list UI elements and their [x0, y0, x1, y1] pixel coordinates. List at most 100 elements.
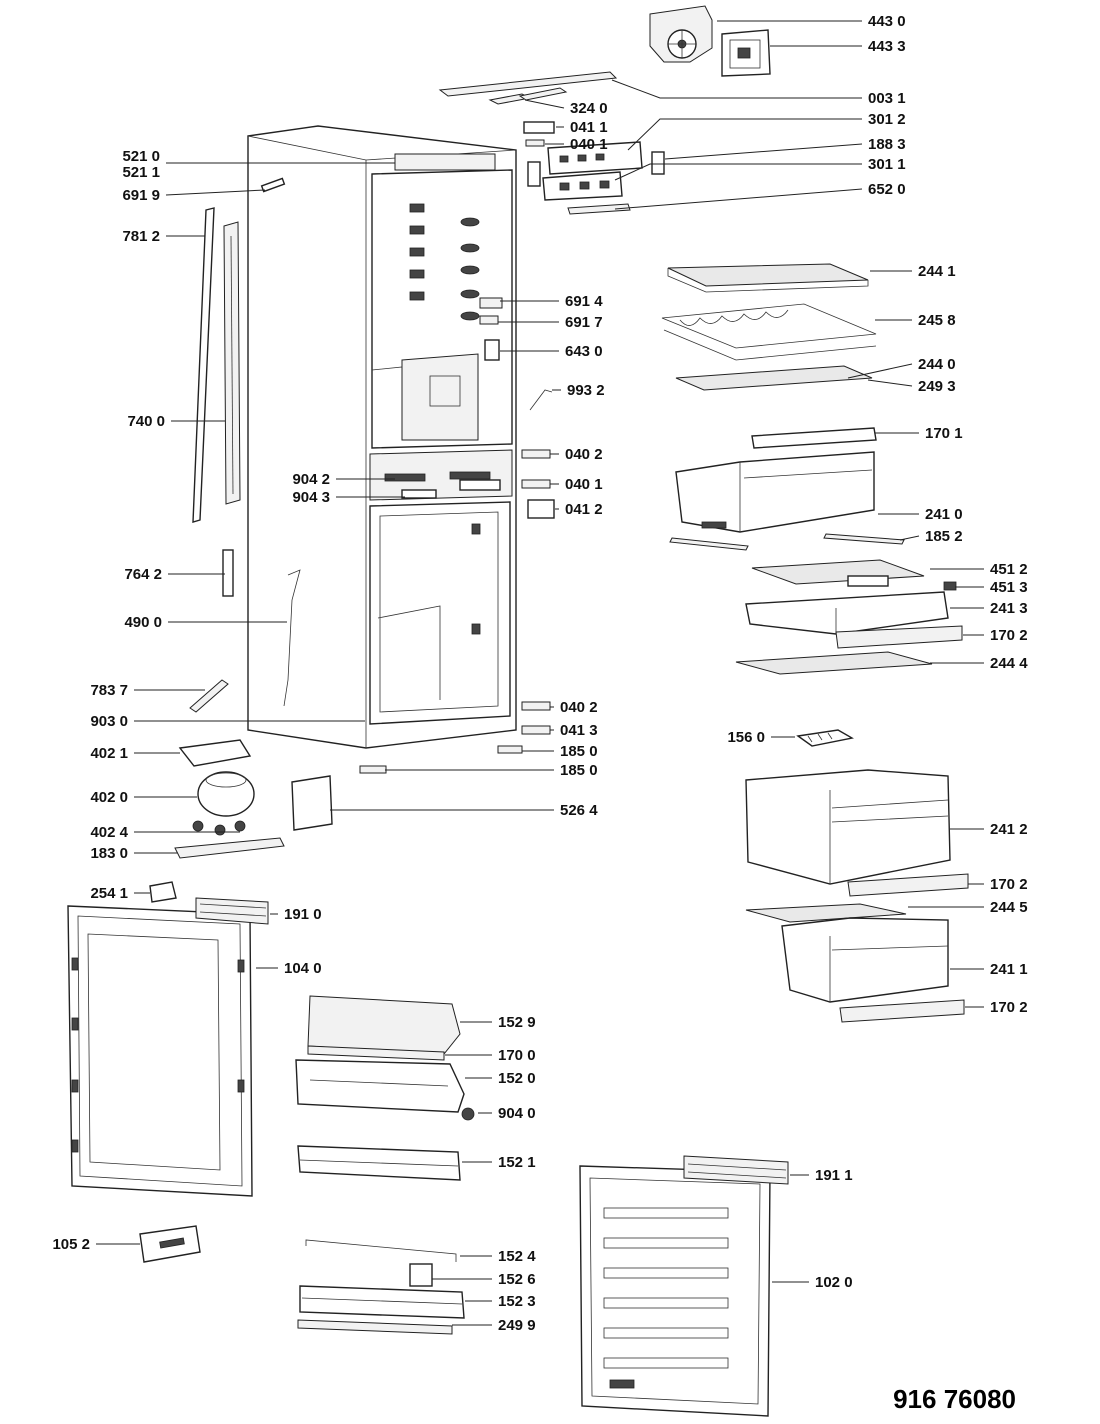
- part-label-l1830: 183 0: [90, 845, 128, 862]
- part-label-l1910: 191 0: [284, 906, 322, 923]
- part-label-l3011: 301 1: [868, 156, 906, 173]
- part-label-l1850b: 185 0: [560, 762, 598, 779]
- compressor: [197, 771, 255, 817]
- part-label-l1700: 170 0: [498, 1047, 536, 1064]
- drawer-front-3: [839, 999, 965, 1023]
- part-label-l1520: 152 0: [498, 1070, 536, 1087]
- hinge-bottom-2: [521, 725, 551, 735]
- part-label-l9043: 904 3: [292, 489, 330, 506]
- part-label-l1883: 188 3: [868, 136, 906, 153]
- part-label-l4900: 490 0: [124, 614, 162, 631]
- part-label-l0411: 041 1: [570, 119, 608, 136]
- leader-line-l6520: [614, 188, 863, 210]
- part-label-l4433: 443 3: [868, 38, 906, 55]
- leader-line-l2493: [867, 379, 913, 387]
- lid-clip: [943, 581, 957, 591]
- document-number: 916 76080: [893, 1384, 1016, 1414]
- part-label-l6919: 691 9: [122, 187, 160, 204]
- part-label-l1702c: 170 2: [990, 999, 1028, 1016]
- thermistor: [479, 315, 499, 325]
- bin-glass: [297, 1319, 453, 1335]
- part-label-l1702b: 170 2: [990, 876, 1028, 893]
- knob-cap: [651, 151, 665, 175]
- part-label-l2445: 244 5: [990, 899, 1028, 916]
- part-label-l5211: 521 1: [122, 164, 160, 181]
- door-stop: [149, 881, 177, 903]
- fan-bracket: [479, 297, 503, 309]
- part-label-l0413: 041 3: [560, 722, 598, 739]
- part-label-l7400: 740 0: [127, 413, 165, 430]
- part-label-l2444: 244 4: [990, 655, 1028, 672]
- part-label-l1529: 152 9: [498, 1014, 536, 1031]
- freezer-drawer-small: [781, 917, 949, 1003]
- part-label-l1526: 152 6: [498, 1271, 536, 1288]
- drawer-front-1: [835, 625, 963, 649]
- part-label-l5210: 521 0: [122, 148, 160, 165]
- part-label-l2441: 244 1: [918, 263, 956, 280]
- drain-tube: [189, 679, 229, 713]
- part-label-l0401: 040 1: [570, 136, 608, 153]
- part-label-l6520: 652 0: [868, 181, 906, 198]
- part-label-l9042: 904 2: [292, 471, 330, 488]
- part-label-l0031: 003 1: [868, 90, 906, 107]
- fridge-door: [67, 905, 253, 1197]
- compressor-feet: [192, 820, 246, 836]
- shelf-glass-mid: [675, 365, 873, 391]
- part-label-l1911: 191 1: [815, 1167, 853, 1184]
- leader-line-l6919: [165, 189, 266, 196]
- part-label-l1020: 102 0: [815, 1274, 853, 1291]
- door-bin-small: [299, 1285, 465, 1319]
- part-label-l1052: 105 2: [52, 1236, 90, 1253]
- part-label-l2493: 249 3: [918, 378, 956, 395]
- part-label-l0402b: 040 2: [560, 699, 598, 716]
- hinge-block: [527, 161, 541, 187]
- top-air-duct: [438, 71, 618, 97]
- part-label-l6914: 691 4: [565, 293, 603, 310]
- door-seal-left: [192, 207, 215, 523]
- part-label-l9040: 904 0: [498, 1105, 536, 1122]
- part-label-l1701: 170 1: [925, 425, 963, 442]
- part-label-l1560: 156 0: [727, 729, 765, 746]
- ice-tray: [796, 729, 854, 747]
- part-label-l4513: 451 3: [990, 579, 1028, 596]
- power-cable: [283, 569, 301, 707]
- part-label-l3240: 324 0: [570, 100, 608, 117]
- drawer-rail-l: [669, 537, 749, 551]
- part-label-l2541: 254 1: [90, 885, 128, 902]
- leader-line-l1883: [664, 143, 863, 160]
- part-label-l1850a: 185 0: [560, 743, 598, 760]
- compressor-tray: [178, 739, 252, 767]
- leader-line-l0031: [611, 79, 862, 99]
- hinge-cover-top: [523, 121, 555, 134]
- drawer-rail-r: [823, 533, 905, 545]
- part-label-l6917: 691 7: [565, 314, 603, 331]
- part-label-l1521: 152 1: [498, 1154, 536, 1171]
- hinge-rod: [260, 177, 286, 193]
- leader-line-l3012: [627, 118, 862, 151]
- cabinet: [247, 125, 517, 749]
- hinge-mid-cover: [527, 499, 555, 519]
- part-label-l1702a: 170 2: [990, 627, 1028, 644]
- door-bin-large: [295, 1059, 465, 1113]
- part-label-l1040: 104 0: [284, 960, 322, 977]
- part-label-l3012: 301 2: [868, 111, 906, 128]
- freezer-glass-1: [735, 651, 933, 675]
- part-label-l9932: 993 2: [567, 382, 605, 399]
- bottle-rack: [661, 303, 877, 361]
- shelf-glass-top: [667, 263, 869, 287]
- door-bin-mid: [297, 1145, 461, 1181]
- part-label-l7837: 783 7: [90, 682, 128, 699]
- part-label-l1523: 152 3: [498, 1293, 536, 1310]
- freezer-glass-2: [745, 903, 907, 923]
- leader-lines: [96, 20, 984, 1326]
- leader-line-l1852: [899, 535, 920, 541]
- part-label-l0412: 041 2: [565, 501, 603, 518]
- hinge-kit: [139, 1225, 201, 1263]
- bin-cover: [307, 995, 461, 1055]
- part-label-l5264: 526 4: [560, 802, 598, 819]
- filter-drier: [222, 549, 234, 597]
- part-label-l4512: 451 2: [990, 561, 1028, 578]
- freezer-lid: [751, 559, 925, 585]
- bin-divider: [409, 1263, 433, 1287]
